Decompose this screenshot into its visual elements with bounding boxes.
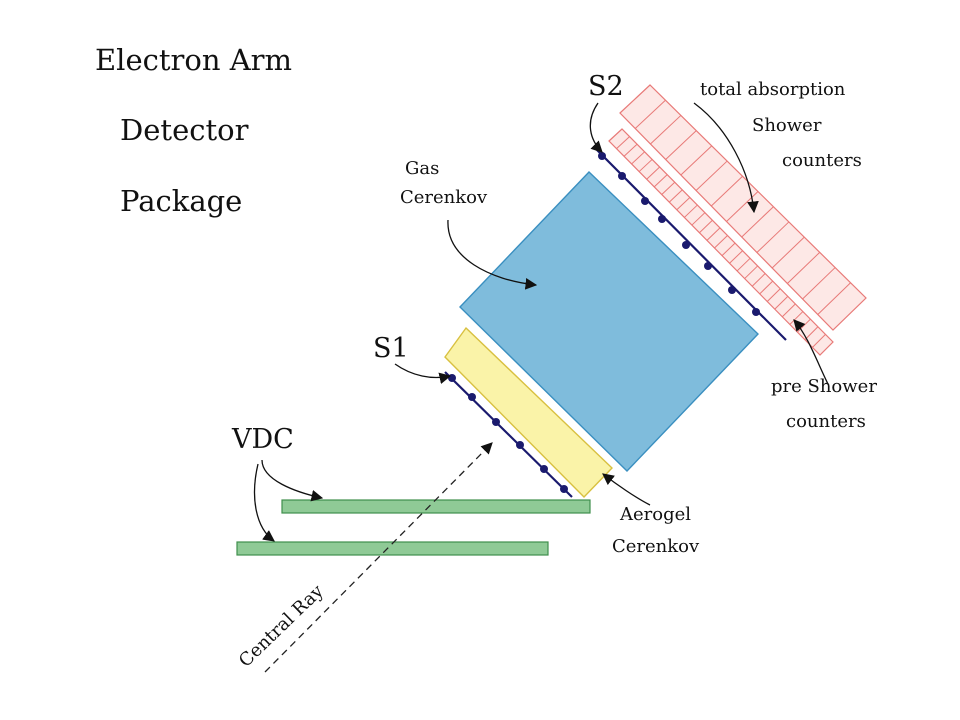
counter-segment-divider [699, 219, 713, 234]
aerogel-cerenkov-detector [444, 326, 613, 499]
counter-segment-divider [668, 189, 683, 203]
counter-segment-divider [695, 160, 728, 191]
label-pre-shower: pre Shower [771, 376, 877, 397]
counter-segment-divider [729, 250, 743, 264]
label-shower: Shower [752, 115, 822, 136]
counter-segment-divider [623, 143, 638, 157]
label-counters-bottom: counters [786, 411, 866, 432]
counter-segment-divider [781, 303, 796, 318]
title-line2: Detector [120, 113, 249, 147]
counter-segment-divider [706, 227, 721, 241]
pre-shower-counters [608, 128, 834, 356]
arrow-pre-shower [793, 319, 829, 385]
counter-segment-divider [653, 174, 668, 188]
label-central-ray: Central Ray [235, 580, 329, 671]
vdc-plane-upper [281, 499, 591, 514]
label-counters-top: counters [782, 150, 862, 171]
title-line1: Electron Arm [95, 43, 292, 77]
title-line3: Package [120, 184, 242, 218]
arrow-s1 [394, 363, 452, 384]
counter-segment-divider [726, 191, 759, 222]
counter-segment-divider [736, 257, 751, 272]
arrow-vdc-upper [261, 459, 324, 502]
gas-cerenkov-detector [459, 171, 759, 472]
label-aerogel-cerenkov: Cerenkov [612, 536, 700, 557]
counter-segment-divider [759, 280, 774, 295]
counter-segment-divider [721, 242, 736, 257]
counter-segment-divider [789, 311, 804, 325]
arrow-vdc-lower [253, 463, 275, 542]
counter-segment-divider [741, 206, 774, 238]
arrow-total-absorption [693, 102, 759, 214]
counter-segment-divider [744, 265, 758, 279]
counter-segment-divider [817, 282, 851, 315]
counter-segment-divider [710, 175, 743, 207]
label-vdc: VDC [231, 424, 294, 455]
counter-segment-divider [676, 197, 691, 211]
arrow-gas-cerenkov [447, 219, 538, 290]
counter-segment-divider [771, 236, 805, 269]
label-gas: Gas [405, 158, 439, 179]
counter-segment-divider [631, 151, 645, 165]
counter-segment-divider [650, 115, 682, 145]
counter-segment-divider [774, 296, 789, 310]
counter-segment-divider [691, 212, 706, 226]
counter-segment-divider [766, 288, 781, 302]
counter-segment-divider [638, 159, 653, 172]
label-total-absorption: total absorption [700, 79, 846, 100]
label-aerogel: Aerogel [619, 504, 691, 525]
counter-segment-divider [684, 204, 698, 218]
arrow-s2 [589, 102, 603, 153]
arrow-aerogel [602, 473, 651, 506]
vdc-planes [236, 499, 591, 556]
counter-segment-divider [804, 326, 819, 341]
counter-segment-divider [812, 334, 826, 348]
counter-segment-divider [665, 130, 697, 160]
counter-segment-divider [787, 251, 821, 284]
counter-segment-divider [802, 267, 836, 300]
total-absorption-shower-counters [619, 84, 867, 331]
counter-segment-divider [751, 273, 766, 287]
counter-segment-divider [714, 235, 728, 249]
counter-segment-divider [680, 145, 713, 176]
counter-segment-divider [646, 166, 661, 180]
s1-scintillator [444, 371, 573, 498]
counter-segment-divider [756, 221, 790, 253]
central-ray-line [264, 442, 493, 673]
vdc-plane-lower [236, 541, 549, 556]
s2-scintillator [596, 149, 787, 341]
counter-segment-divider [661, 181, 676, 195]
label-s1: S1 [373, 333, 409, 364]
label-s2: S2 [588, 71, 624, 102]
label-gas-cerenkov: Cerenkov [400, 187, 488, 208]
leader-arrows [253, 102, 829, 542]
counter-segment-divider [634, 99, 666, 129]
counter-segment-divider [616, 136, 630, 150]
